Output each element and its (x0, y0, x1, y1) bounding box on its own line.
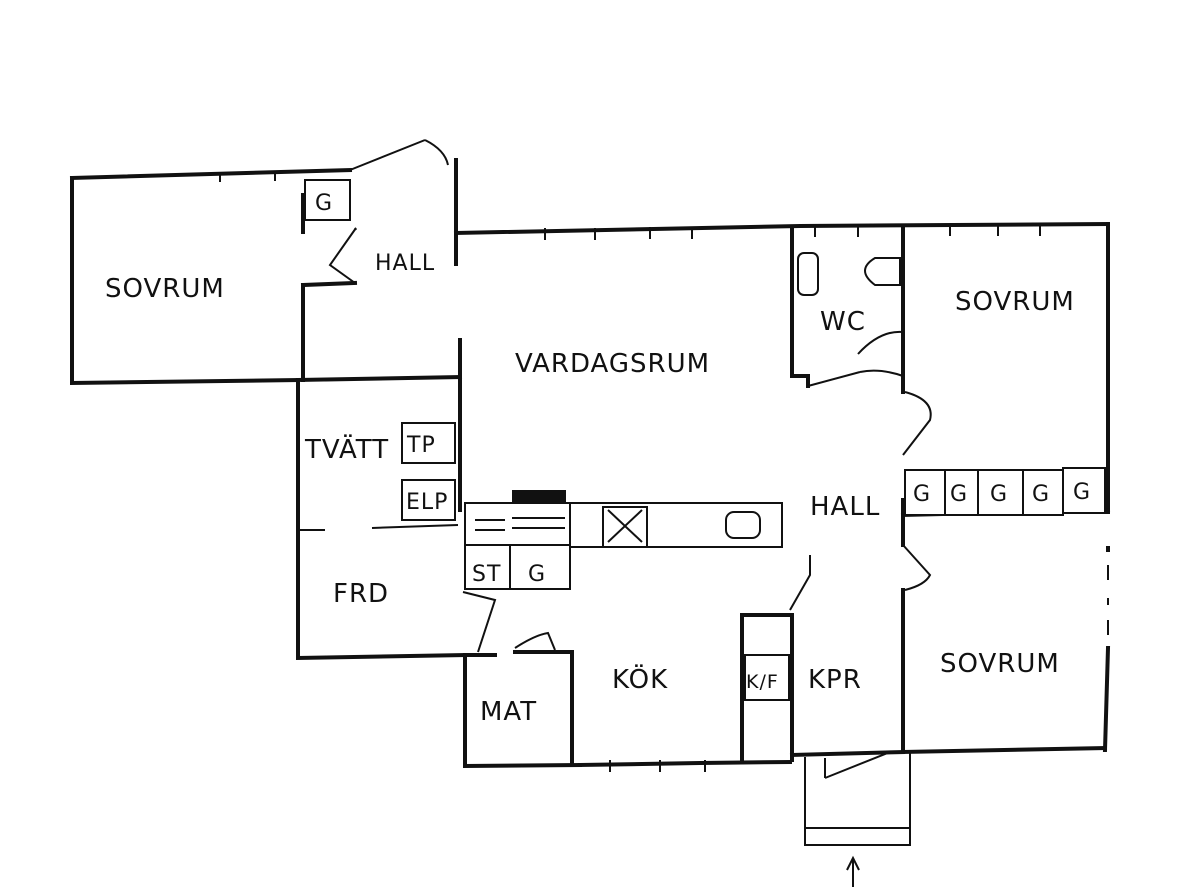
label-st: ST (472, 562, 501, 587)
cabinet-kf (744, 654, 790, 701)
label-vardagsrum: VARDAGSRUM (515, 349, 710, 379)
wc-fixtures (797, 252, 901, 296)
label-frd: FRD (333, 579, 389, 609)
cabinet-elp (401, 479, 456, 521)
label-sovrum-west: SOVRUM (105, 274, 225, 304)
label-tvatt: TVÄTT (304, 433, 389, 465)
cabinet-g-hall (304, 179, 351, 221)
entrance-arrow (846, 855, 860, 887)
label-wardrobe-1: G (913, 482, 931, 507)
label-wardrobe-2: G (950, 482, 968, 507)
label-wardrobe-5: G (1073, 480, 1091, 505)
label-hall-east: HALL (810, 492, 880, 522)
label-sovrum-se: SOVRUM (940, 649, 1060, 679)
kitchen-counter (464, 490, 783, 548)
label-wardrobe-4: G (1032, 482, 1050, 507)
label-kpr: KPR (808, 665, 862, 695)
label-g-hall: G (315, 191, 333, 216)
door-swings (328, 139, 932, 653)
label-elp: ELP (406, 490, 448, 515)
cabinet-g-kitchen (509, 544, 571, 590)
label-kf: K/F (746, 671, 779, 693)
wardrobe-row (904, 467, 1106, 516)
label-mat: MAT (480, 697, 537, 727)
label-sovrum-ne: SOVRUM (955, 287, 1075, 317)
fixture-labels: G TP ELP ST G K/F G G G G G (315, 191, 1091, 693)
radiator (512, 490, 566, 504)
label-wc: WC (820, 307, 866, 337)
label-kok: KÖK (612, 663, 668, 695)
room-labels: SOVRUM HALL VARDAGSRUM WC SOVRUM TVÄTT F… (105, 251, 1075, 727)
label-tp: TP (406, 433, 436, 458)
label-hall-north: HALL (375, 251, 435, 276)
cabinet-tp (401, 422, 456, 464)
label-g-kitchen: G (528, 562, 546, 587)
label-wardrobe-3: G (990, 482, 1008, 507)
